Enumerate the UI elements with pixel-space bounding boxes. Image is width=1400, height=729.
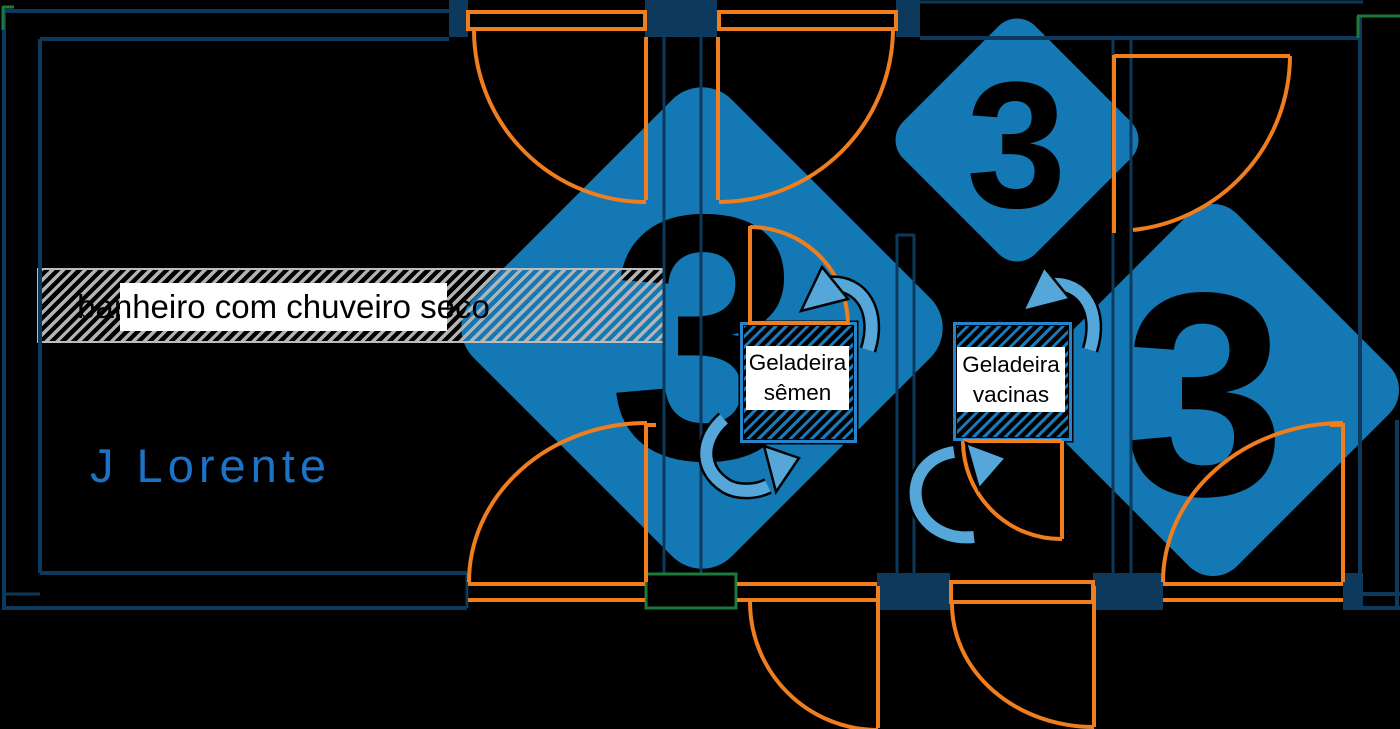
- vacinas-lower-rotation-arrow: [907, 440, 1009, 546]
- fridge-semen-label: Geladeira sêmen: [746, 346, 849, 410]
- bottom-left-door-leaf: [644, 423, 656, 582]
- top-door-1-swing-arc: [472, 29, 647, 204]
- bathroom-label-text: banheiro com chuveiro seco: [77, 288, 490, 325]
- circulation-arrows-layer: [697, 264, 1103, 546]
- green-corner-top-right: [1356, 14, 1400, 38]
- green-corner-top-left: [1, 5, 14, 30]
- bottom-wall-orange-2: [737, 582, 877, 602]
- green-marks-layer: [1, 5, 1400, 610]
- fridge-vacinas-label-line2: vacinas: [972, 381, 1050, 407]
- top-door-1-closed: [466, 10, 647, 31]
- walls-layer: [2, 0, 1400, 610]
- wall-piers: [449, 0, 1363, 610]
- bottom-right-door-swing-arc: [1161, 421, 1344, 583]
- doors-layer: [466, 10, 1345, 729]
- semen-upper-rotation-arrow: [798, 264, 881, 353]
- top-door-2-swing-arc: [718, 29, 895, 204]
- semen-door-swing-arc: [749, 225, 850, 326]
- bottom-wall-orange-3: [1163, 582, 1343, 602]
- right-door-swing-arc: [1132, 55, 1292, 232]
- bottom-door-2-swing-arc: [950, 603, 1095, 729]
- bottom-door-1-swing-arc: [748, 601, 879, 729]
- bottom-right-door-leaf: [1330, 423, 1345, 582]
- fridge-semen-label-line2: sêmen: [763, 380, 832, 405]
- vacinas-upper-rotation-arrow: [1020, 264, 1103, 353]
- fridge-vacinas-label: Geladeira vacinas: [957, 347, 1065, 412]
- fridge-vacinas-label-line1: Geladeira: [962, 351, 1060, 377]
- green-threshold-box: [644, 572, 738, 610]
- semen-lower-rotation-arrow: [697, 412, 801, 500]
- vacinas-door-swing-arc: [961, 440, 1063, 542]
- top-door-2-closed: [717, 10, 898, 31]
- owner-label: J Lorente: [90, 439, 331, 492]
- bottom-wall-orange-1: [468, 582, 645, 602]
- bathroom-label: banheiro com chuveiro seco: [77, 283, 490, 331]
- fridge-semen-label-line1: Geladeira: [748, 350, 847, 376]
- bottom-door-2-closed: [949, 580, 1095, 604]
- bottom-left-door-swing-arc: [467, 421, 648, 583]
